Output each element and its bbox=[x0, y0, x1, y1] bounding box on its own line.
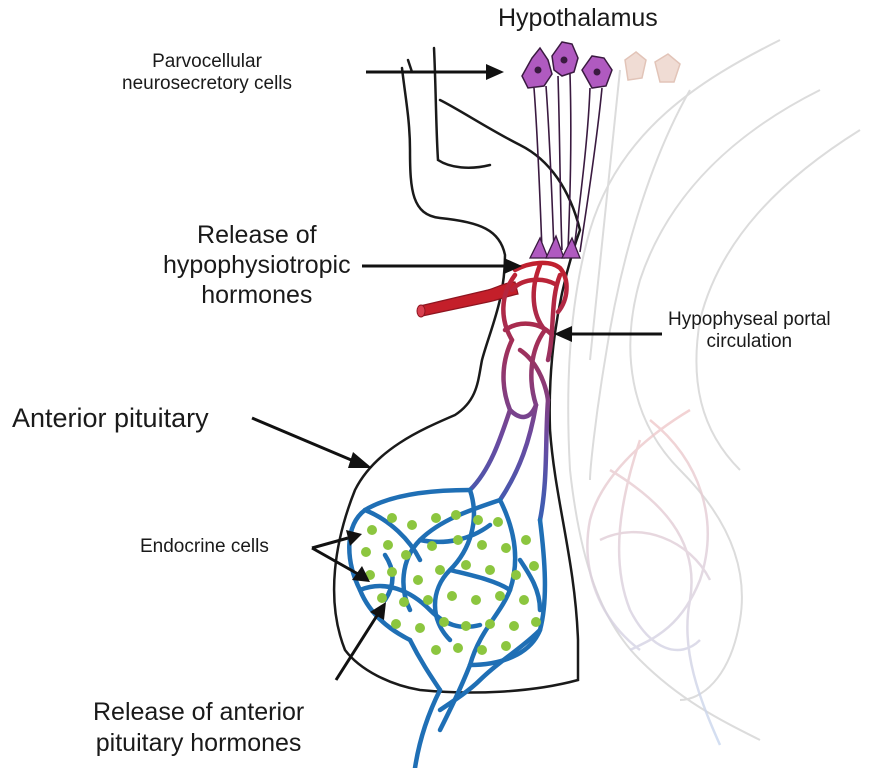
label-parvocellular: Parvocellular neurosecretory cells bbox=[122, 51, 292, 96]
arrow-endocrine-1 bbox=[312, 538, 348, 548]
label-hypothalamus: Hypothalamus bbox=[498, 4, 658, 34]
faded-posterior-pituitary bbox=[568, 40, 860, 740]
arrow-anterior-pituitary bbox=[252, 418, 356, 462]
label-release-hypophysiotropic: Release of hypophysiotropic hormones bbox=[163, 220, 351, 310]
faded-neuron-cells bbox=[625, 52, 680, 82]
parvocellular-neurons bbox=[522, 42, 612, 258]
label-anterior-pituitary: Anterior pituitary bbox=[12, 403, 209, 435]
pointer-arrows bbox=[252, 64, 662, 680]
label-portal-circulation: Hypophyseal portal circulation bbox=[668, 309, 831, 354]
arrow-release-anterior bbox=[336, 614, 378, 680]
label-release-anterior: Release of anterior pituitary hormones bbox=[93, 697, 304, 760]
label-endocrine-cells: Endocrine cells bbox=[140, 536, 269, 558]
faded-vessels bbox=[587, 410, 720, 745]
